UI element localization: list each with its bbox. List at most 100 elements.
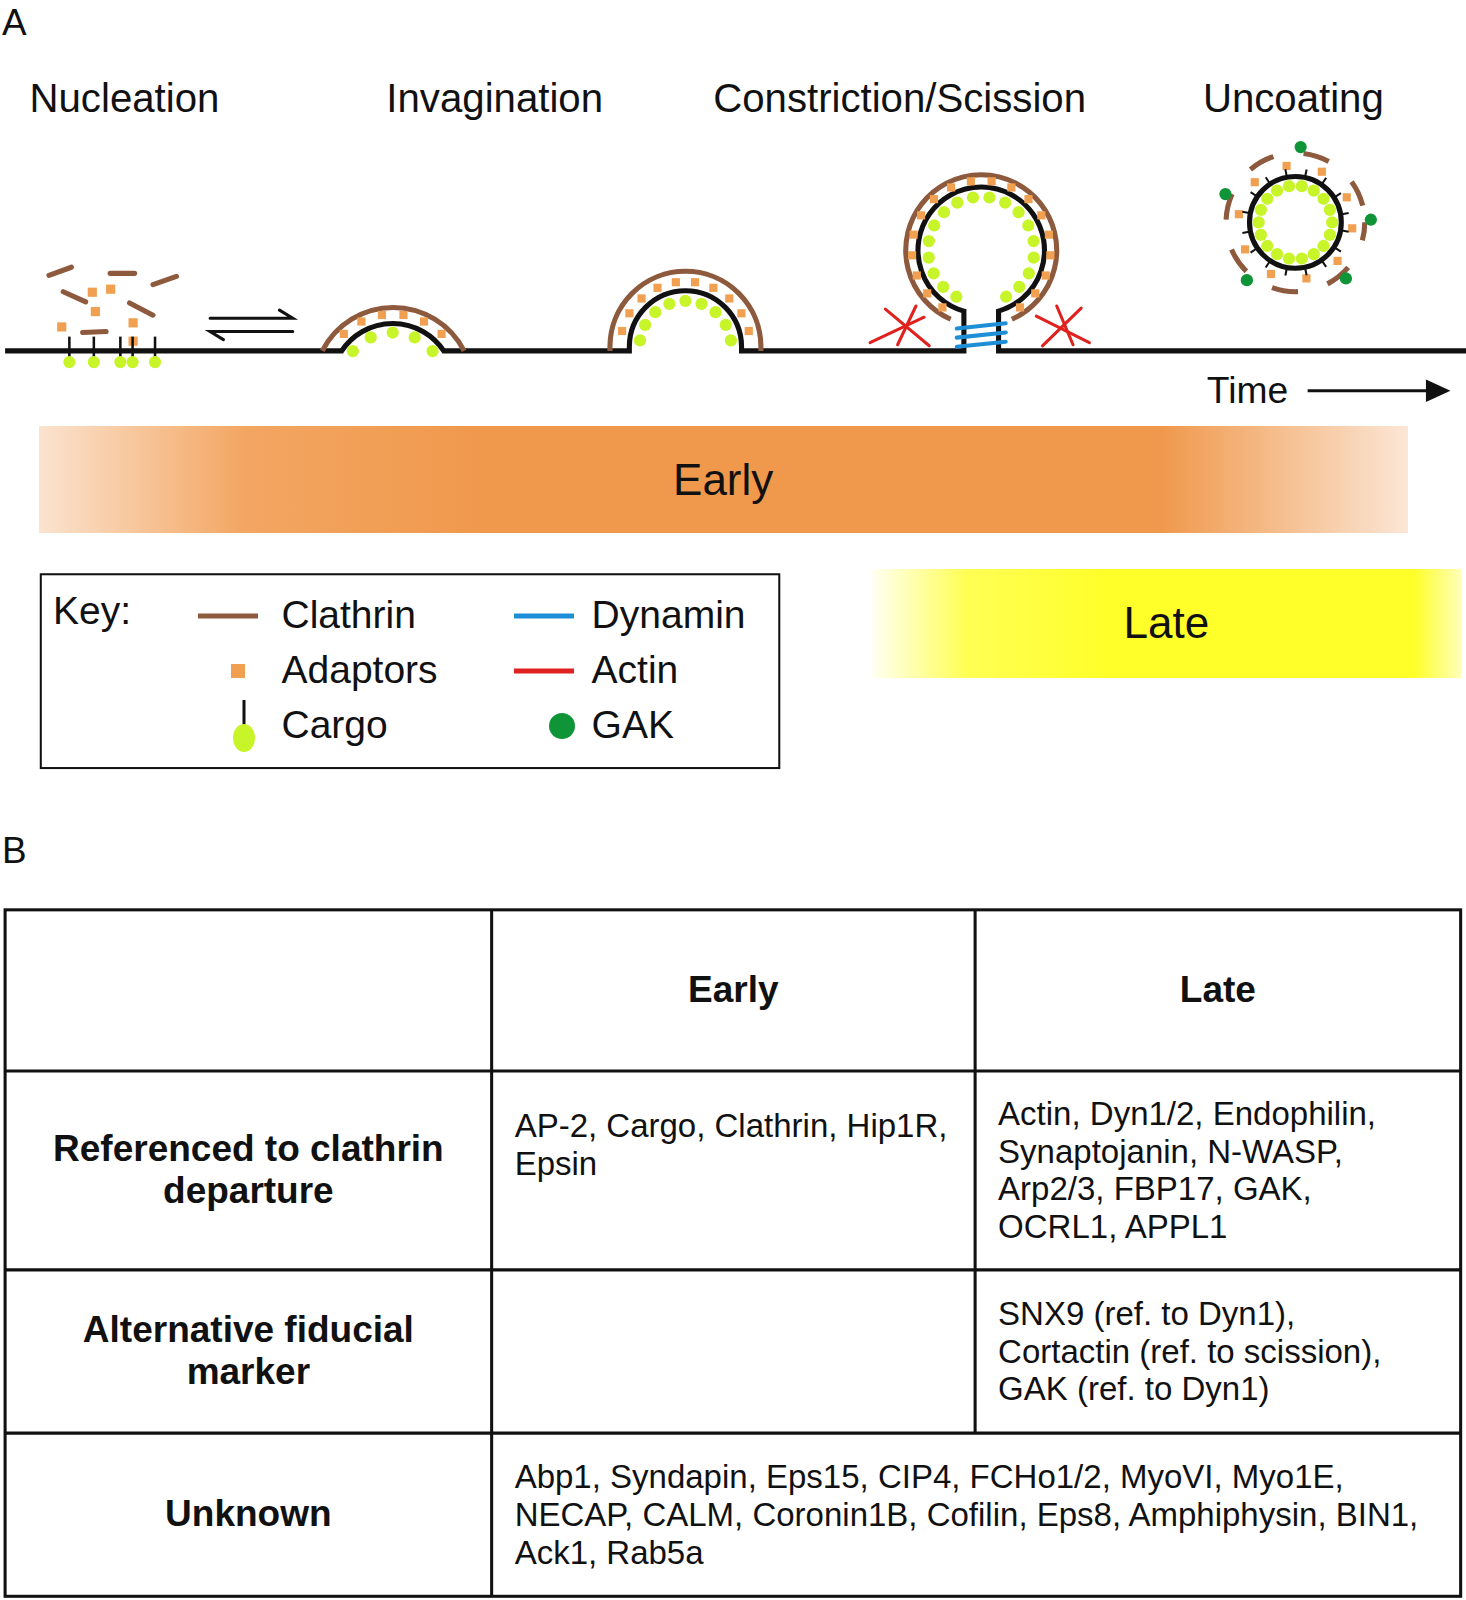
adaptor-square bbox=[1302, 274, 1310, 282]
cargo-dot bbox=[937, 281, 949, 293]
legend-text: Dynamin bbox=[592, 593, 746, 638]
cargo-stem bbox=[1305, 169, 1307, 177]
cargo-dot bbox=[1271, 248, 1283, 260]
free-cargo-part-part bbox=[114, 356, 126, 368]
free-adaptors-part bbox=[57, 322, 66, 331]
cargo-dot bbox=[649, 306, 661, 318]
adaptor-square bbox=[930, 195, 938, 203]
time-arrow bbox=[1308, 379, 1451, 401]
adaptor-square bbox=[1241, 245, 1249, 253]
adaptor-square bbox=[618, 327, 626, 335]
cargo-stem bbox=[1334, 247, 1341, 251]
legend-sample bbox=[508, 643, 584, 699]
cargo-dot bbox=[1013, 281, 1025, 293]
cargo-dot bbox=[426, 345, 438, 357]
legend-swatch bbox=[549, 713, 575, 739]
legend-line bbox=[514, 669, 574, 674]
cargo-dot bbox=[950, 291, 962, 303]
cargo-dot bbox=[1296, 252, 1308, 264]
row-header-text: Referenced to clathrin departure bbox=[49, 1128, 448, 1213]
vesicle-membrane bbox=[1250, 176, 1342, 268]
adaptor-square bbox=[1024, 195, 1032, 203]
adaptor-square bbox=[1282, 162, 1290, 170]
legend-sample bbox=[192, 588, 268, 644]
equilibrium-arrows bbox=[210, 310, 293, 340]
stage-name: Invagination bbox=[383, 73, 607, 124]
cargo-stem bbox=[1341, 230, 1349, 231]
free-clathrin-part bbox=[63, 292, 85, 302]
adaptor-square bbox=[653, 284, 661, 292]
time-arrow-part bbox=[1308, 389, 1430, 392]
clathrin-coat bbox=[322, 153, 1364, 351]
actin-filaments-part bbox=[898, 306, 916, 345]
cargo-stem bbox=[1251, 192, 1258, 197]
table-grid-part bbox=[490, 910, 493, 1596]
cargo-dot bbox=[1023, 267, 1035, 279]
cargo-dot bbox=[1027, 235, 1039, 247]
cargo-dot bbox=[695, 298, 707, 310]
free-cargo-part-part bbox=[149, 356, 161, 368]
adaptor-square bbox=[1046, 251, 1054, 259]
panel-letter-text: A bbox=[2, 2, 27, 44]
cargo-dot bbox=[725, 334, 737, 346]
actin-filaments bbox=[870, 306, 1089, 346]
cargo-dot bbox=[1028, 251, 1040, 263]
cargo-dot bbox=[1326, 216, 1338, 228]
cargo-stem bbox=[1242, 231, 1250, 233]
adaptor-square bbox=[1045, 231, 1053, 239]
gak-dot bbox=[1340, 272, 1352, 284]
row-header-text: Unknown bbox=[165, 1493, 331, 1536]
adaptor-square bbox=[908, 251, 916, 259]
cargo-stem bbox=[1242, 212, 1250, 214]
free-clathrin-part bbox=[110, 271, 134, 276]
stage-name-text: Invagination bbox=[386, 76, 603, 122]
table-grid-part bbox=[5, 1432, 1461, 1435]
phase-band: Early bbox=[39, 426, 1408, 533]
adaptor-square bbox=[1318, 168, 1326, 176]
free-cargo-part-part bbox=[93, 337, 96, 357]
cargo-dot bbox=[1324, 229, 1336, 241]
legend-sample bbox=[192, 698, 268, 754]
table-cell: Actin, Dyn1/2, Endophilin, Synaptojanin,… bbox=[975, 1071, 1461, 1270]
key-heading: Key: bbox=[53, 587, 175, 636]
adaptor-square bbox=[1267, 270, 1275, 278]
free-clathrin-part bbox=[49, 267, 71, 275]
legend-text: Adaptors bbox=[282, 648, 438, 693]
cargo-dot bbox=[928, 267, 940, 279]
legend-sample bbox=[192, 643, 268, 699]
panel-letter: A bbox=[2, 0, 53, 47]
table-header: Early bbox=[492, 910, 975, 1071]
free-cargo-part-part bbox=[131, 337, 134, 357]
table-cell-text: Actin, Dyn1/2, Endophilin, Synaptojanin,… bbox=[998, 1095, 1418, 1247]
cargo-dot bbox=[634, 334, 646, 346]
row-header: Unknown bbox=[5, 1433, 492, 1596]
cargo-dot bbox=[1324, 204, 1336, 216]
phase-label: Late bbox=[1124, 598, 1210, 649]
table-grid-part bbox=[5, 1268, 1461, 1271]
adaptor-square bbox=[420, 317, 428, 325]
key-box bbox=[41, 574, 779, 768]
cargo-dot bbox=[1012, 206, 1024, 218]
free-cargo-part-part bbox=[88, 356, 100, 368]
adaptor-square bbox=[691, 278, 699, 286]
cargo-dot bbox=[951, 196, 963, 208]
cargo-stem bbox=[1305, 267, 1307, 275]
adaptor-square bbox=[923, 289, 931, 297]
adaptor-square bbox=[378, 311, 386, 319]
free-cargo-part-part bbox=[63, 356, 75, 368]
cargo-dot bbox=[1283, 252, 1295, 264]
adaptor-square bbox=[938, 303, 946, 311]
cargo-dot bbox=[663, 298, 675, 310]
adaptor-square bbox=[399, 311, 407, 319]
cargo-dot bbox=[1000, 291, 1012, 303]
adaptor-square bbox=[737, 309, 745, 317]
table-header-text: Late bbox=[1180, 969, 1256, 1012]
table-header: Late bbox=[975, 910, 1461, 1071]
cargo-dot bbox=[709, 306, 721, 318]
gak-dot bbox=[1365, 214, 1377, 226]
cargo-dot bbox=[365, 331, 377, 343]
cargo-stem bbox=[1285, 169, 1287, 177]
table-header-text: Early bbox=[688, 969, 779, 1012]
stage-name: Uncoating bbox=[1171, 73, 1416, 124]
adaptor-square bbox=[1348, 224, 1356, 232]
